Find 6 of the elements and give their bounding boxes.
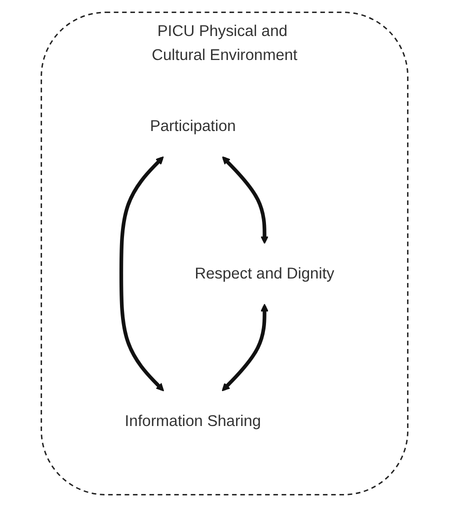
- arrow: [222, 304, 269, 392]
- node-text: Information Sharing: [125, 412, 262, 430]
- arrow: [222, 156, 269, 244]
- node-text: Participation: [150, 117, 236, 135]
- node-text: Respect and Dignity: [195, 264, 335, 282]
- arrow: [120, 156, 164, 392]
